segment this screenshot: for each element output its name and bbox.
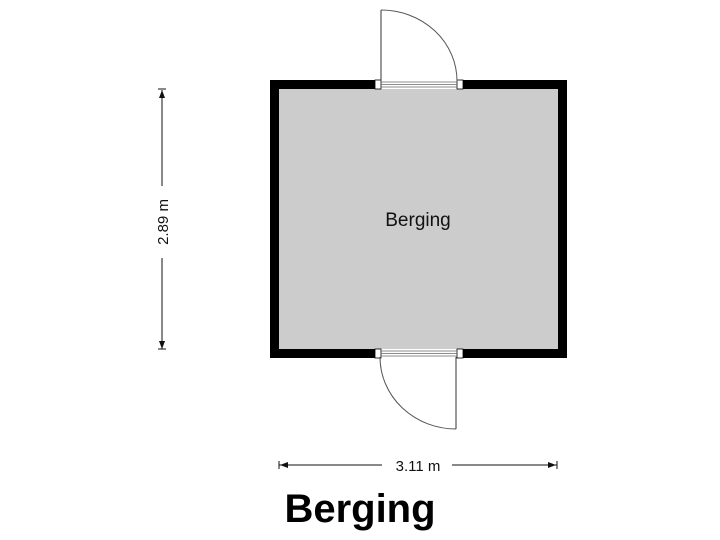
- bottom-door: [374, 348, 464, 430]
- width-dimension: 3.11 m: [278, 458, 558, 475]
- room-floor: [279, 89, 558, 349]
- width-dimension-label: 3.11 m: [396, 458, 441, 475]
- room-label: Berging: [385, 210, 451, 231]
- height-dimension: 2.89 m: [155, 88, 172, 350]
- top-door: [374, 9, 464, 90]
- plan-title: Berging: [284, 487, 436, 531]
- height-dimension-label: 2.89 m: [155, 199, 172, 245]
